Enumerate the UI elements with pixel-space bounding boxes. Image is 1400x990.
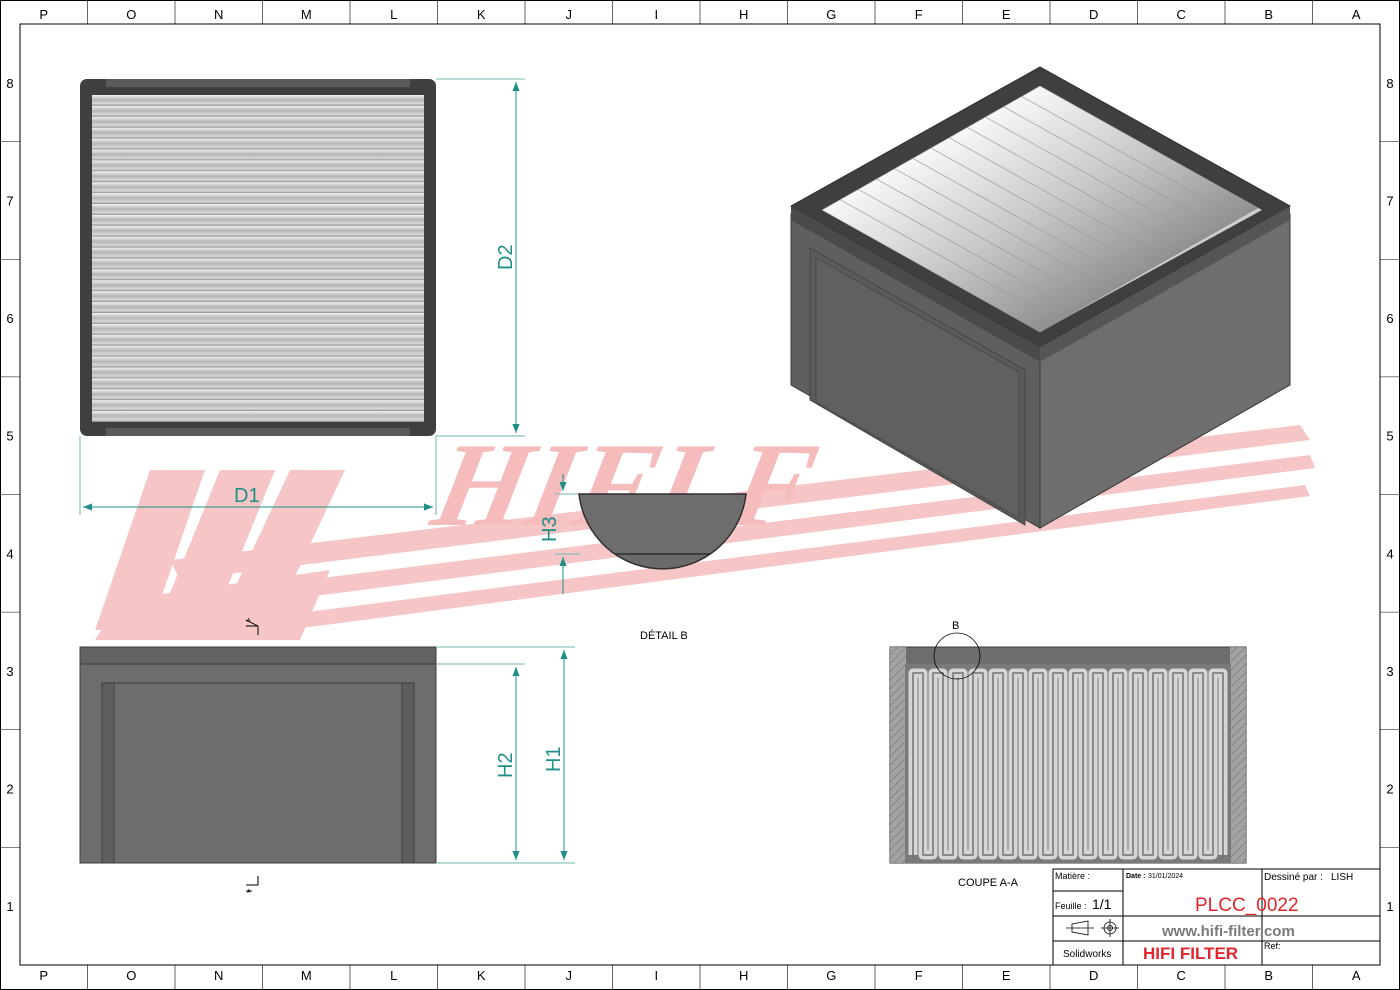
ruler-col-h-bottom: H xyxy=(739,968,748,983)
ruler-col-l-bottom: L xyxy=(390,968,397,983)
dimension-d1-label: D1 xyxy=(234,485,260,507)
detail-b-callout xyxy=(933,632,981,680)
dimension-h2-label: H2 xyxy=(495,752,517,778)
ruler-col-m-bottom: M xyxy=(301,968,312,983)
ruler-row-3-right: 3 xyxy=(1386,664,1393,679)
plan-view xyxy=(80,79,436,436)
section-marker-top-label: A xyxy=(247,618,251,624)
ruler-col-p-top: P xyxy=(39,7,48,22)
projection-symbol-icon xyxy=(1066,919,1119,937)
ruler-col-o-bottom: O xyxy=(126,968,136,983)
ruler-col-o-top: O xyxy=(126,7,136,22)
ruler-col-g-top: G xyxy=(826,7,836,22)
ruler-row-8-left: 8 xyxy=(6,76,13,91)
ruler-col-b-bottom: B xyxy=(1264,968,1273,983)
ruler-row-7-right: 7 xyxy=(1386,193,1393,208)
detail-b-label: DÉTAIL B xyxy=(640,629,688,642)
ruler-col-e-top: E xyxy=(1002,7,1011,22)
isometric-view xyxy=(789,66,1292,529)
ruler-row-1-right: 1 xyxy=(1386,899,1393,914)
ruler-col-m-top: M xyxy=(301,7,312,22)
ruler-row-4-right: 4 xyxy=(1386,546,1393,561)
ruler-row-6-left: 6 xyxy=(6,311,13,326)
feuille-value: 1/1 xyxy=(1092,896,1112,912)
pleats-isometric xyxy=(821,85,1259,333)
title-block xyxy=(1052,868,1381,966)
ruler-col-j-bottom: J xyxy=(566,968,573,983)
ruler-col-k-top: K xyxy=(477,7,486,22)
date-label: Date : xyxy=(1126,873,1145,880)
ruler-col-i-bottom: I xyxy=(654,968,658,983)
ref-label: Ref: xyxy=(1264,941,1281,951)
software-text: Solidworks xyxy=(1063,949,1111,960)
detail-b-callout-label: B xyxy=(952,620,959,632)
dimension-h1-label: H1 xyxy=(543,746,565,772)
section-marker-bottom xyxy=(246,876,259,892)
ruler-col-k-bottom: K xyxy=(477,968,486,983)
ruler-row-7-left: 7 xyxy=(6,193,13,208)
brand-text: HIFI FILTER xyxy=(1143,944,1238,963)
dimension-h3-label: H3 xyxy=(539,516,561,542)
ruler-col-h-top: H xyxy=(739,7,748,22)
ruler-row-2-left: 2 xyxy=(6,782,13,797)
ruler-row-6-right: 6 xyxy=(1386,311,1393,326)
ruler-col-c-top: C xyxy=(1177,7,1186,22)
ruler-col-n-top: N xyxy=(214,7,223,22)
ruler-col-d-top: D xyxy=(1089,7,1098,22)
pleats-plan-view xyxy=(92,95,424,422)
feuille-label: Feuille : xyxy=(1055,901,1087,911)
ruler-col-d-bottom: D xyxy=(1089,968,1098,983)
part-number: PLCC_0022 xyxy=(1195,895,1299,916)
front-view: A A xyxy=(79,618,437,895)
ruler-col-n-bottom: N xyxy=(214,968,223,983)
ruler-col-b-top: B xyxy=(1264,7,1273,22)
matiere-label: Matière : xyxy=(1055,871,1090,881)
dimensions xyxy=(79,78,580,864)
date-value: 31/01/2024 xyxy=(1148,873,1183,880)
ruler-col-f-bottom: F xyxy=(915,968,923,983)
ruler-col-g-bottom: G xyxy=(826,968,836,983)
dimension-d2-label: D2 xyxy=(495,244,517,270)
ruler-row-5-right: 5 xyxy=(1386,429,1393,444)
ruler-col-c-bottom: C xyxy=(1177,968,1186,983)
ruler-row-5-left: 5 xyxy=(6,429,13,444)
ruler-col-i-top: I xyxy=(654,7,658,22)
ruler-row-8-right: 8 xyxy=(1386,76,1393,91)
ruler-col-l-top: L xyxy=(390,7,397,22)
section-view: B xyxy=(889,620,1247,864)
ruler-col-a-bottom: A xyxy=(1352,968,1361,983)
ruler-row-1-left: 1 xyxy=(6,899,13,914)
ruler-col-f-top: F xyxy=(915,7,923,22)
ruler-col-a-top: A xyxy=(1352,7,1361,22)
dessine-label: Dessiné par : xyxy=(1264,872,1323,883)
ruler-col-e-bottom: E xyxy=(1002,968,1011,983)
website-text: www.hifi-filter.com xyxy=(1161,923,1295,940)
ruler-row-2-right: 2 xyxy=(1386,782,1393,797)
ruler-row-4-left: 4 xyxy=(6,546,13,561)
section-aa-label: COUPE A-A xyxy=(958,877,1019,889)
section-marker-top xyxy=(245,619,259,635)
dessine-value: LISH xyxy=(1331,872,1353,883)
ruler-col-j-top: J xyxy=(566,7,573,22)
ruler-row-3-left: 3 xyxy=(6,664,13,679)
ruler-col-p-bottom: P xyxy=(39,968,48,983)
section-marker-bottom-label: A xyxy=(247,889,251,895)
